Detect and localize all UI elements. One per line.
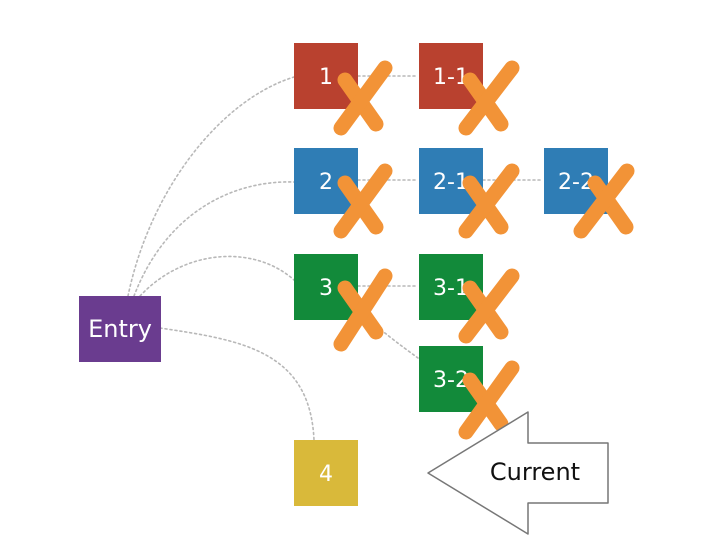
crosses <box>333 60 635 440</box>
connectors <box>127 75 544 441</box>
cross-mark-1-1 <box>458 60 520 136</box>
current-arrow-label: Current <box>490 458 580 486</box>
cross-mark-2-2 <box>573 163 635 239</box>
node-entry[interactable]: Entry <box>79 296 161 362</box>
node-2-label: 2 <box>319 170 333 195</box>
current-arrow: Current <box>427 411 609 535</box>
cross-mark-2-1 <box>458 163 520 239</box>
node-2-1[interactable]: 2-1 <box>419 148 483 214</box>
cross-mark-3-1 <box>458 268 520 344</box>
cross-mark-1 <box>333 60 393 136</box>
cross-mark-2 <box>333 163 393 239</box>
node-4[interactable]: 4 <box>294 440 358 506</box>
connector-entry-2 <box>133 181 295 297</box>
node-4-label: 4 <box>319 462 333 487</box>
node-1-label: 1 <box>319 65 333 90</box>
node-3-label: 3 <box>319 276 333 301</box>
cross-mark-3 <box>333 268 393 352</box>
connector-entry-1 <box>127 76 295 297</box>
connector-entry-3 <box>139 255 295 297</box>
cross-mark-3-2 <box>458 360 520 440</box>
connector-3-3-2 <box>357 309 419 359</box>
node-3-1[interactable]: 3-1 <box>419 254 483 320</box>
node-entry-label: Entry <box>88 315 152 343</box>
current-arrow-shape <box>427 411 609 535</box>
connector-entry-4 <box>159 327 315 441</box>
